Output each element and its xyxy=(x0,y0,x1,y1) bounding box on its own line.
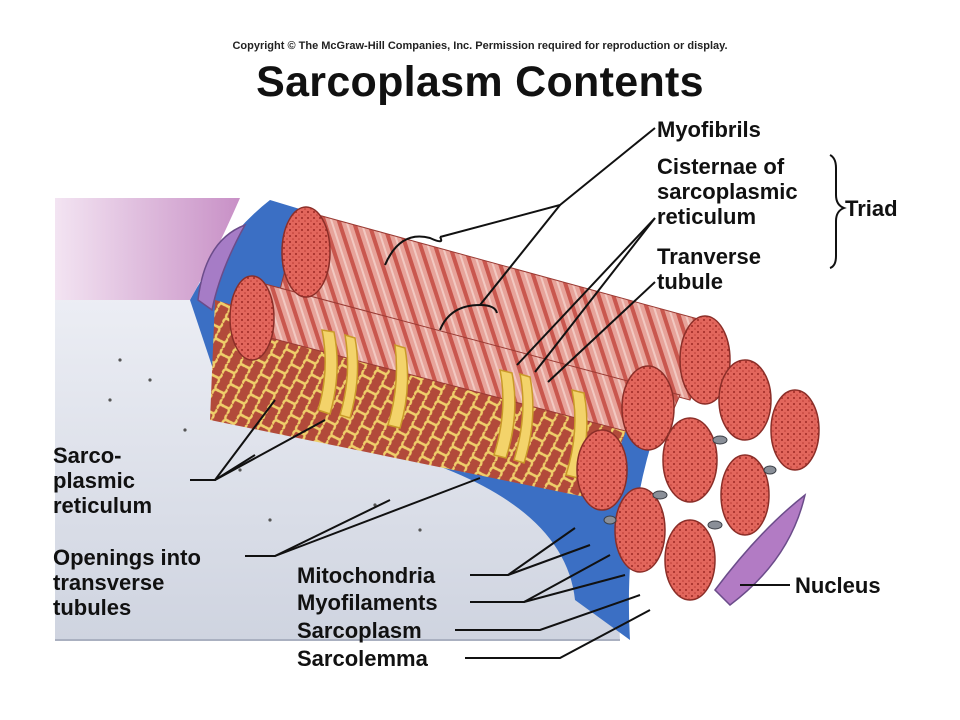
mitochondria xyxy=(603,435,777,530)
nucleus-left xyxy=(197,223,247,312)
page-title: Sarcoplasm Contents xyxy=(256,58,704,106)
label-sarcoplasmic-reticulum: Sarco- plasmic reticulum xyxy=(53,443,153,518)
leader-lines xyxy=(190,127,847,659)
nucleus-right xyxy=(714,493,807,606)
label-triad: Triad xyxy=(845,196,898,221)
label-myofibrils: Myofibrils xyxy=(657,117,761,142)
myofibril-cross-sections xyxy=(576,359,820,601)
label-openings-transverse-tubules: Openings into transverse tubules xyxy=(53,545,201,620)
label-sarcoplasm: Sarcoplasm xyxy=(297,618,422,643)
label-nucleus: Nucleus xyxy=(795,573,881,598)
label-sarcolemma: Sarcolemma xyxy=(297,646,428,671)
myofibril-upper xyxy=(229,206,731,441)
neighboring-fiber xyxy=(55,198,240,300)
label-cisternae: Cisternae of sarcoplasmic reticulum xyxy=(657,154,798,229)
label-mitochondria: Mitochondria xyxy=(297,563,436,588)
label-myofilaments: Myofilaments xyxy=(297,590,438,615)
label-transverse-tubule: Tranverse tubule xyxy=(657,244,761,294)
copyright-notice: Copyright © The McGraw-Hill Companies, I… xyxy=(232,40,728,52)
